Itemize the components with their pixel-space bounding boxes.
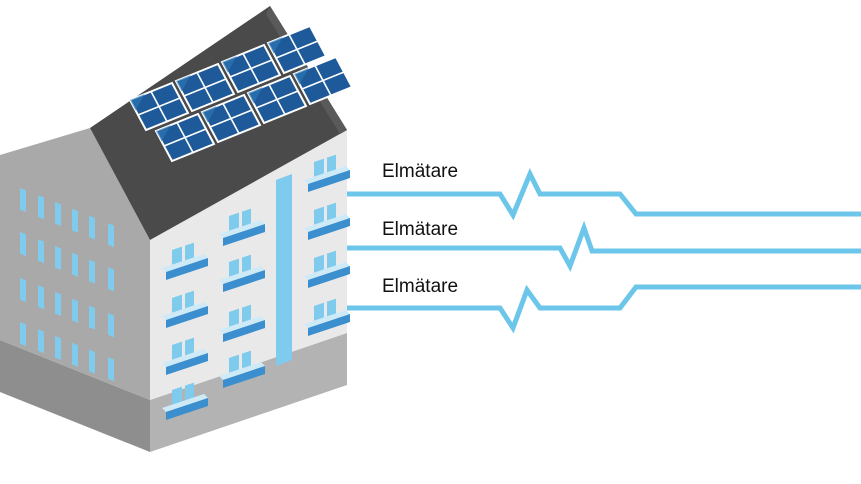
meter-label-2: Elmätare <box>382 219 458 240</box>
solar-panel-shine <box>248 87 263 104</box>
solar-panel-grid <box>183 78 227 97</box>
window <box>20 322 26 346</box>
window <box>55 336 61 360</box>
window <box>38 195 44 220</box>
balcony-top <box>304 166 350 184</box>
balcony-top <box>304 310 350 328</box>
window <box>108 223 114 248</box>
balcony <box>308 266 350 288</box>
window <box>108 267 114 292</box>
balcony <box>223 224 265 246</box>
window <box>185 290 194 311</box>
meter-lines <box>347 167 861 334</box>
balcony-top <box>162 254 208 272</box>
window <box>55 202 61 226</box>
balcony <box>308 314 350 336</box>
window <box>108 313 114 338</box>
balcony-top <box>162 302 208 320</box>
balcony-top <box>162 394 208 412</box>
window <box>72 208 78 233</box>
window <box>327 202 336 223</box>
window <box>55 292 61 316</box>
solar-panel-grid <box>209 109 253 128</box>
balcony-top <box>219 266 265 284</box>
window <box>55 246 61 270</box>
balcony <box>308 170 350 192</box>
window <box>185 382 194 403</box>
meter-line-2 <box>347 220 861 272</box>
window <box>108 357 114 382</box>
solar-panel-shine <box>222 56 237 73</box>
solar-panel-grid <box>301 71 345 90</box>
solar-panel-icon <box>128 24 354 163</box>
balcony <box>223 320 265 342</box>
solar-panel-grid <box>275 40 319 59</box>
solar-panel-shine <box>202 106 217 123</box>
balcony <box>166 258 208 280</box>
solar-panel-shine <box>176 75 191 92</box>
window <box>327 250 336 271</box>
window <box>89 305 95 330</box>
stairwell-window <box>276 174 292 366</box>
solar-panel-grid <box>137 97 181 116</box>
window <box>20 278 26 302</box>
meter-line-3 <box>347 284 861 334</box>
balcony-top <box>162 349 208 367</box>
solar-panel-shine <box>294 68 309 85</box>
window <box>20 188 26 212</box>
balcony <box>223 366 265 388</box>
solar-panel-shine <box>156 125 171 142</box>
solar-panel-grid <box>255 90 299 109</box>
window <box>242 350 251 371</box>
window <box>242 208 251 229</box>
window <box>89 215 95 240</box>
solar-panel-shine <box>130 94 145 111</box>
meter-label-3: Elmätare <box>382 276 458 297</box>
window <box>242 304 251 325</box>
meter-label-1: Elmätare <box>382 161 458 182</box>
balcony-top <box>219 316 265 334</box>
window <box>89 349 95 374</box>
balcony <box>166 353 208 375</box>
solar-panel-grid <box>229 59 273 78</box>
window <box>72 298 78 323</box>
window <box>185 242 194 263</box>
balcony-top <box>219 220 265 238</box>
window <box>38 285 44 310</box>
window <box>89 259 95 284</box>
window <box>242 254 251 275</box>
window <box>327 154 336 175</box>
solar-panel-shine <box>268 37 283 54</box>
window <box>72 252 78 277</box>
gable-windows <box>20 188 114 382</box>
window <box>20 232 26 256</box>
balcony <box>166 306 208 328</box>
balcony <box>166 398 208 420</box>
window <box>327 298 336 319</box>
solar-panel-grid <box>163 128 207 147</box>
window <box>38 329 44 354</box>
building-icon <box>0 6 354 452</box>
balcony <box>308 218 350 240</box>
balcony-top <box>304 262 350 280</box>
window <box>72 342 78 367</box>
balcony <box>223 270 265 292</box>
balconies <box>162 154 350 420</box>
meter-line-1 <box>347 167 861 221</box>
balcony-top <box>219 362 265 380</box>
balcony-top <box>304 214 350 232</box>
window <box>185 337 194 358</box>
window <box>38 239 44 264</box>
